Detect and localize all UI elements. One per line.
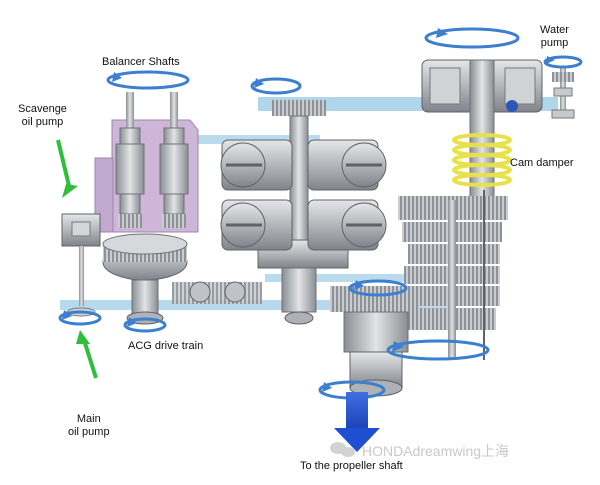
water-pump	[551, 66, 575, 119]
rotation-arrow-crank-top	[250, 77, 302, 95]
transmission-gearbox	[396, 190, 508, 360]
rotation-arrow-water-pump	[543, 55, 583, 69]
main-label-line1: Main	[76, 413, 101, 425]
rotation-arrow-balancer	[106, 70, 190, 90]
propeller-shaft-label: To the propeller shaft	[300, 460, 403, 472]
cam-damper-label: Cam damper	[510, 157, 574, 169]
green-arrow-scavenge	[56, 139, 78, 198]
green-arrow-main	[76, 330, 98, 379]
piston-right-lower	[307, 199, 387, 251]
rotation-arrow-top-cam	[424, 27, 520, 49]
balancer-shaft-right	[159, 92, 189, 228]
piston-right-upper	[307, 139, 387, 191]
cam-damper-assembly	[421, 59, 543, 201]
cam-damper-spring	[452, 133, 512, 187]
scavenge-label-line1: Scavenge	[18, 103, 67, 115]
rotation-arrow-acg	[123, 317, 167, 333]
watermark-text: HONDAdreamwing上海	[362, 443, 510, 459]
rotation-arrow-output	[348, 279, 408, 297]
rotation-arrow-transmission	[386, 339, 490, 361]
scavenge-oil-pump	[61, 213, 101, 317]
acg-drive-gears	[102, 233, 262, 325]
water-pump-label-line1: Water	[540, 24, 569, 36]
crankshaft-assembly	[257, 100, 349, 325]
piston-left-upper	[220, 139, 293, 191]
rotation-arrow-scavenge	[58, 310, 102, 326]
water-pump-label: Water pump	[540, 24, 569, 50]
scavenge-label-line2: oil pump	[21, 116, 64, 128]
propeller-flow-arrow	[334, 392, 380, 452]
water-pump-label-line2: pump	[540, 37, 569, 49]
wechat-icon	[330, 442, 355, 457]
main-label-line2: oil pump	[68, 426, 110, 438]
balancer-shaft-left	[115, 92, 145, 228]
output-drive	[330, 286, 420, 397]
acg-drive-train-label: ACG drive train	[128, 340, 204, 352]
piston-left-lower	[220, 199, 293, 251]
main-oil-pump-label: Main oil pump	[68, 413, 110, 439]
balancer-shafts-label: Balancer Shafts	[102, 56, 180, 68]
oil-flow-arrows	[56, 139, 98, 379]
scavenge-oil-pump-label: Scavenge oil pump	[18, 103, 67, 129]
